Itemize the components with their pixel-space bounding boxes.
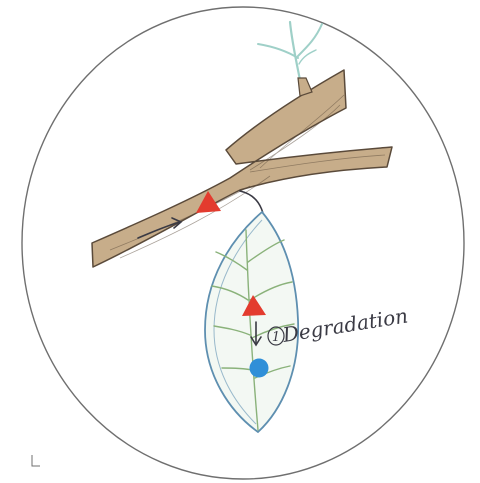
annotation-text: Degradation — [280, 303, 409, 347]
top-twig — [258, 22, 322, 80]
degraded-dot-marker — [250, 359, 269, 378]
branch-stub — [298, 78, 312, 96]
annotation-number: 1 — [272, 330, 280, 345]
corner-mark — [32, 455, 40, 466]
